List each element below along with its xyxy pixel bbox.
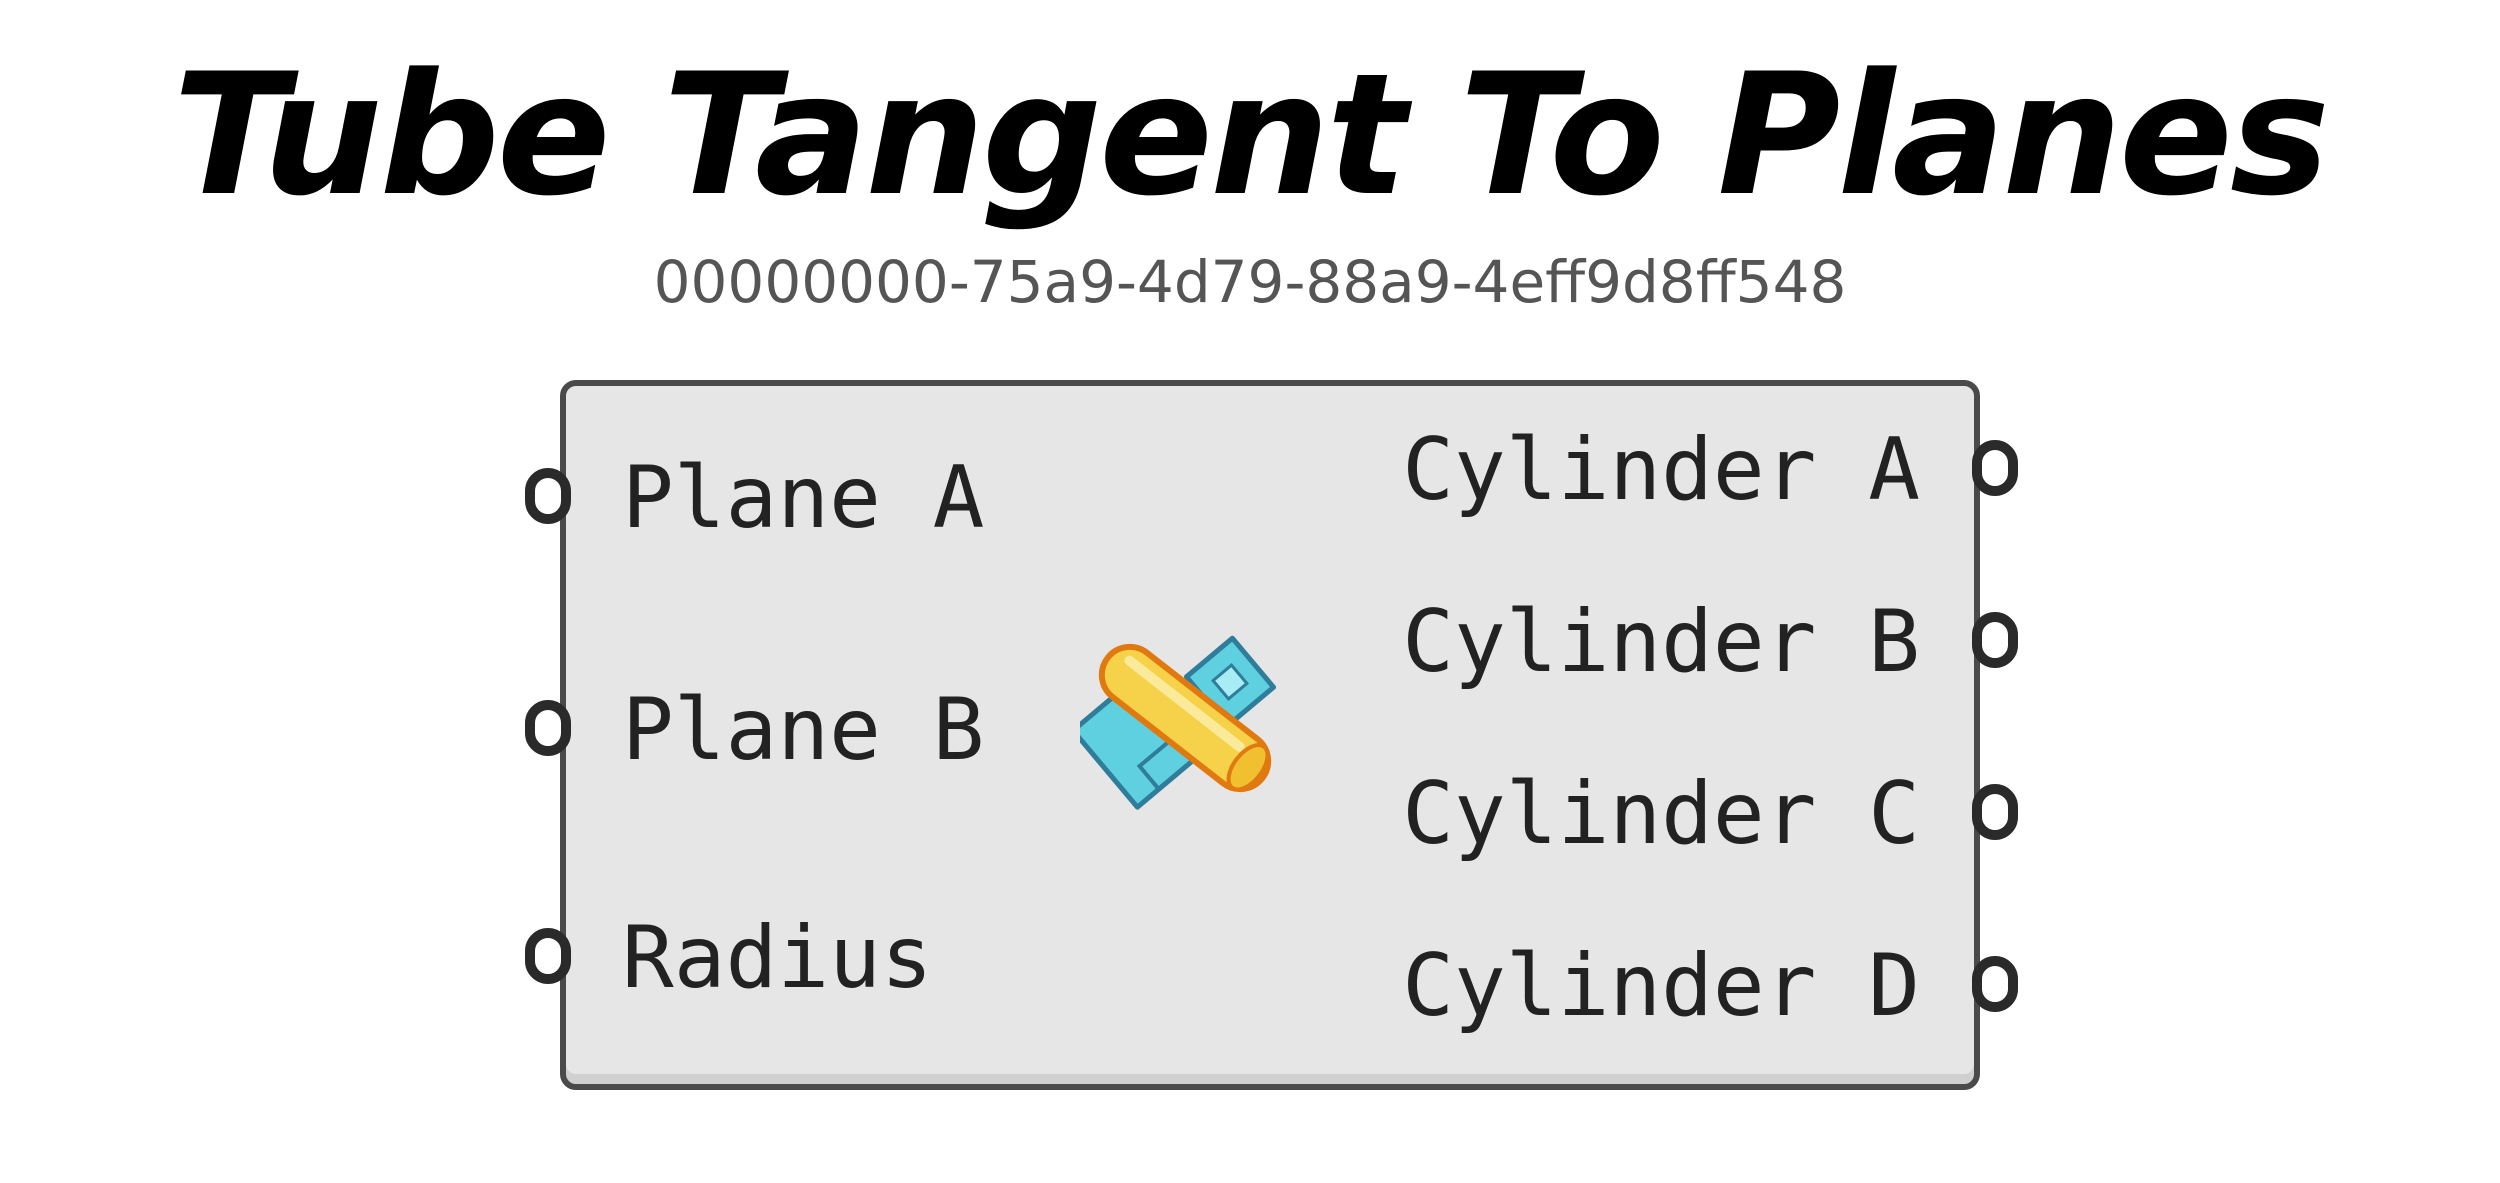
input-grip-radius[interactable] xyxy=(525,928,571,984)
output-label-cylinder-c: Cylinder C xyxy=(1402,764,1920,864)
tube-tangent-icon xyxy=(1070,620,1290,830)
component-title: Tube Tangent To Planes xyxy=(173,37,2330,233)
output-label-cylinder-d: Cylinder D xyxy=(1402,936,1920,1036)
component-body[interactable] xyxy=(560,380,1980,1090)
input-label-plane-b: Plane B xyxy=(622,680,985,780)
output-grip-cylinder-d[interactable] xyxy=(1972,956,2018,1012)
input-grip-plane-b[interactable] xyxy=(525,700,571,756)
output-label-cylinder-b: Cylinder B xyxy=(1402,592,1920,692)
output-grip-cylinder-c[interactable] xyxy=(1972,784,2018,840)
input-label-plane-a: Plane A xyxy=(622,448,985,548)
input-label-radius: Radius xyxy=(622,908,933,1008)
output-grip-cylinder-a[interactable] xyxy=(1972,440,2018,496)
input-grip-plane-a[interactable] xyxy=(525,468,571,524)
component-guid: 00000000-75a9-4d79-88a9-4eff9d8ff548 xyxy=(653,248,1847,316)
output-label-cylinder-a: Cylinder A xyxy=(1402,420,1920,520)
output-grip-cylinder-b[interactable] xyxy=(1972,612,2018,668)
